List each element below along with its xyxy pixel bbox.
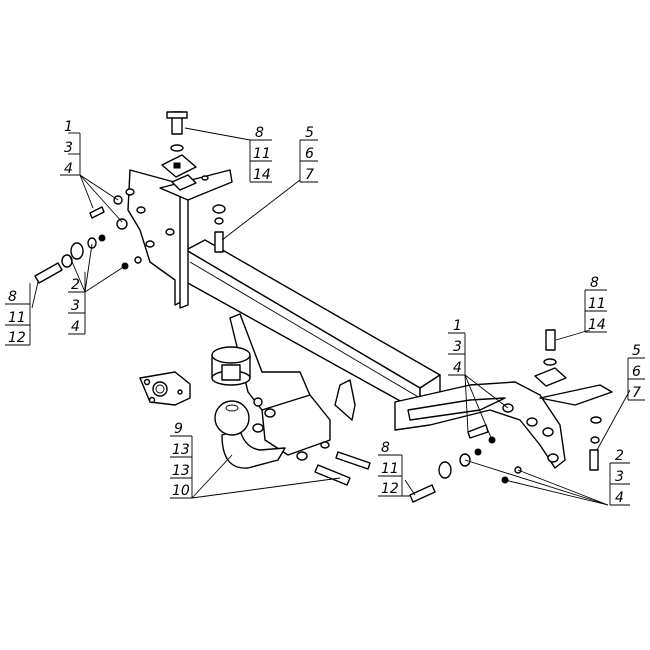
callout-label: 2 — [615, 448, 624, 464]
cross-beam — [185, 239, 441, 413]
callout-label: 14 — [588, 317, 606, 333]
callout-label: 3 — [64, 140, 73, 156]
rubber-bump — [211, 346, 251, 386]
callout-label: 13 — [172, 442, 190, 458]
callout-stud-top: 5 6 7 — [299, 125, 318, 183]
callout-label: 5 — [305, 125, 314, 141]
callout-label: 3 — [71, 298, 80, 314]
fasteners — [34, 111, 602, 503]
callout-right-bolt: 8 11 14 — [584, 275, 607, 333]
callout-label: 4 — [615, 490, 624, 506]
callout-label: 6 — [305, 146, 314, 162]
callout-label: 4 — [64, 161, 73, 177]
callout-left-mid: 2 3 4 — [68, 272, 86, 335]
callout-label: 8 — [8, 289, 17, 305]
callout-label: 3 — [453, 339, 462, 355]
callout-label: 3 — [615, 469, 624, 485]
callout-left-top: 1 3 4 — [60, 119, 81, 177]
callout-bolt-top: 8 11 14 — [249, 125, 272, 183]
callout-label: 8 — [381, 440, 390, 456]
right-bracket — [394, 381, 613, 469]
callout-label: 8 — [255, 125, 264, 141]
callout-left-low: 8 11 12 — [5, 283, 31, 346]
callout-label: 12 — [8, 330, 26, 346]
callout-label: 1 — [64, 119, 73, 135]
callout-right-stud: 5 6 7 — [627, 343, 645, 401]
callout-label: 4 — [71, 319, 80, 335]
leader-lines — [31, 127, 631, 506]
callout-label: 11 — [588, 296, 606, 312]
callout-label: 1 — [453, 318, 462, 334]
callout-right-top: 1 3 4 — [448, 318, 466, 376]
callout-ball: 9 13 13 10 — [170, 421, 193, 499]
callout-label: 11 — [8, 310, 26, 326]
callout-center-bolt: 8 11 12 — [378, 440, 410, 497]
callout-label: 10 — [172, 483, 190, 499]
callout-label: 14 — [253, 167, 271, 183]
callout-label: 13 — [172, 463, 190, 479]
callout-label: 2 — [71, 277, 80, 293]
callout-label: 11 — [253, 146, 271, 162]
callout-right-low: 2 3 4 — [609, 448, 630, 506]
callout-label: 7 — [305, 167, 314, 183]
socket-plate — [139, 371, 191, 406]
callout-label: 8 — [590, 275, 599, 291]
callout-label: 6 — [632, 364, 641, 380]
callout-label: 11 — [381, 461, 399, 477]
callout-label: 9 — [174, 421, 183, 437]
callout-label: 12 — [381, 481, 399, 497]
ball-mount — [229, 313, 356, 456]
callout-label: 7 — [632, 385, 641, 401]
callout-label: 4 — [453, 360, 462, 376]
callout-label: 5 — [632, 343, 641, 359]
tow-ball — [214, 400, 286, 469]
